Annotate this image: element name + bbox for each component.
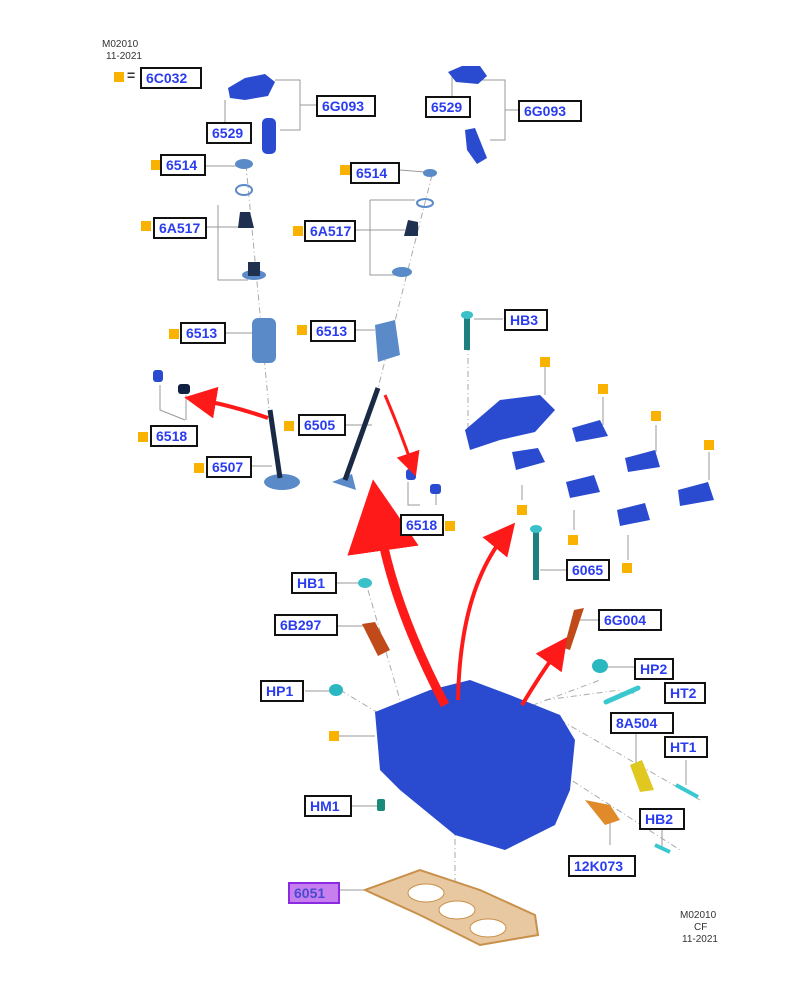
label-6g004[interactable]: 6G004: [598, 609, 662, 631]
marker: [517, 505, 527, 515]
label-hm1[interactable]: HM1: [304, 795, 352, 817]
label-6b297[interactable]: 6B297: [274, 614, 338, 636]
label-retainer-left[interactable]: 6514: [160, 154, 206, 176]
parts-blue: [228, 66, 714, 850]
marker: [169, 329, 179, 339]
label-spring-left[interactable]: 6513: [180, 322, 226, 344]
footer-date: 11-2021: [682, 934, 718, 945]
marker: [138, 432, 148, 442]
label-hp1[interactable]: HP1: [260, 680, 304, 702]
parts-lightblue: [235, 159, 437, 490]
label-6c032[interactable]: 6C032: [140, 67, 202, 89]
label-hp2[interactable]: HP2: [634, 658, 674, 680]
marker: [284, 421, 294, 431]
label-valve-exhaust[interactable]: 6505: [298, 414, 346, 436]
fasteners: [329, 311, 699, 854]
label-8a504[interactable]: 8A504: [610, 712, 674, 734]
marker: [340, 165, 350, 175]
label-valve-intake[interactable]: 6507: [206, 456, 252, 478]
marker: [540, 357, 550, 367]
label-seal-right[interactable]: 6A517: [304, 220, 356, 242]
marker: [598, 384, 608, 394]
marker: [445, 521, 455, 531]
label-lash-right[interactable]: 6G093: [518, 100, 582, 122]
marker: [293, 226, 303, 236]
legend-equals: =: [127, 67, 136, 83]
marker: [141, 221, 151, 231]
label-lash-left[interactable]: 6G093: [316, 95, 376, 117]
label-keys-right[interactable]: 6518: [400, 514, 444, 536]
head-gasket: [362, 868, 540, 947]
marker: [704, 440, 714, 450]
label-hb2[interactable]: HB2: [639, 808, 685, 830]
marker: [194, 463, 204, 473]
footer-code: M02010: [680, 910, 717, 921]
label-rocker-right[interactable]: 6529: [425, 96, 471, 118]
label-retainer-right[interactable]: 6514: [350, 162, 400, 184]
label-hb1[interactable]: HB1: [291, 572, 337, 594]
label-6051-highlighted[interactable]: 6051: [288, 882, 340, 904]
label-12k073[interactable]: 12K073: [568, 855, 636, 877]
marker: [568, 535, 578, 545]
label-keys-left[interactable]: 6518: [150, 425, 198, 447]
label-rocker-left[interactable]: 6529: [206, 122, 252, 144]
label-hb3[interactable]: HB3: [504, 309, 548, 331]
label-spring-right[interactable]: 6513: [310, 320, 356, 342]
valve-stems: [267, 387, 381, 481]
marker: [651, 411, 661, 421]
marker: [151, 160, 161, 170]
legend-marker: [114, 72, 124, 82]
label-ht2[interactable]: HT2: [664, 682, 706, 704]
label-6065[interactable]: 6065: [566, 559, 610, 581]
marker: [329, 731, 339, 741]
header-date: 11-2021: [106, 51, 142, 62]
label-ht1[interactable]: HT1: [664, 736, 708, 758]
marker: [622, 563, 632, 573]
header-code: M02010: [102, 39, 139, 50]
label-seal-left[interactable]: 6A517: [153, 217, 207, 239]
red-arrows: [184, 386, 568, 708]
footer-suffix: CF: [694, 922, 708, 933]
marker: [297, 325, 307, 335]
